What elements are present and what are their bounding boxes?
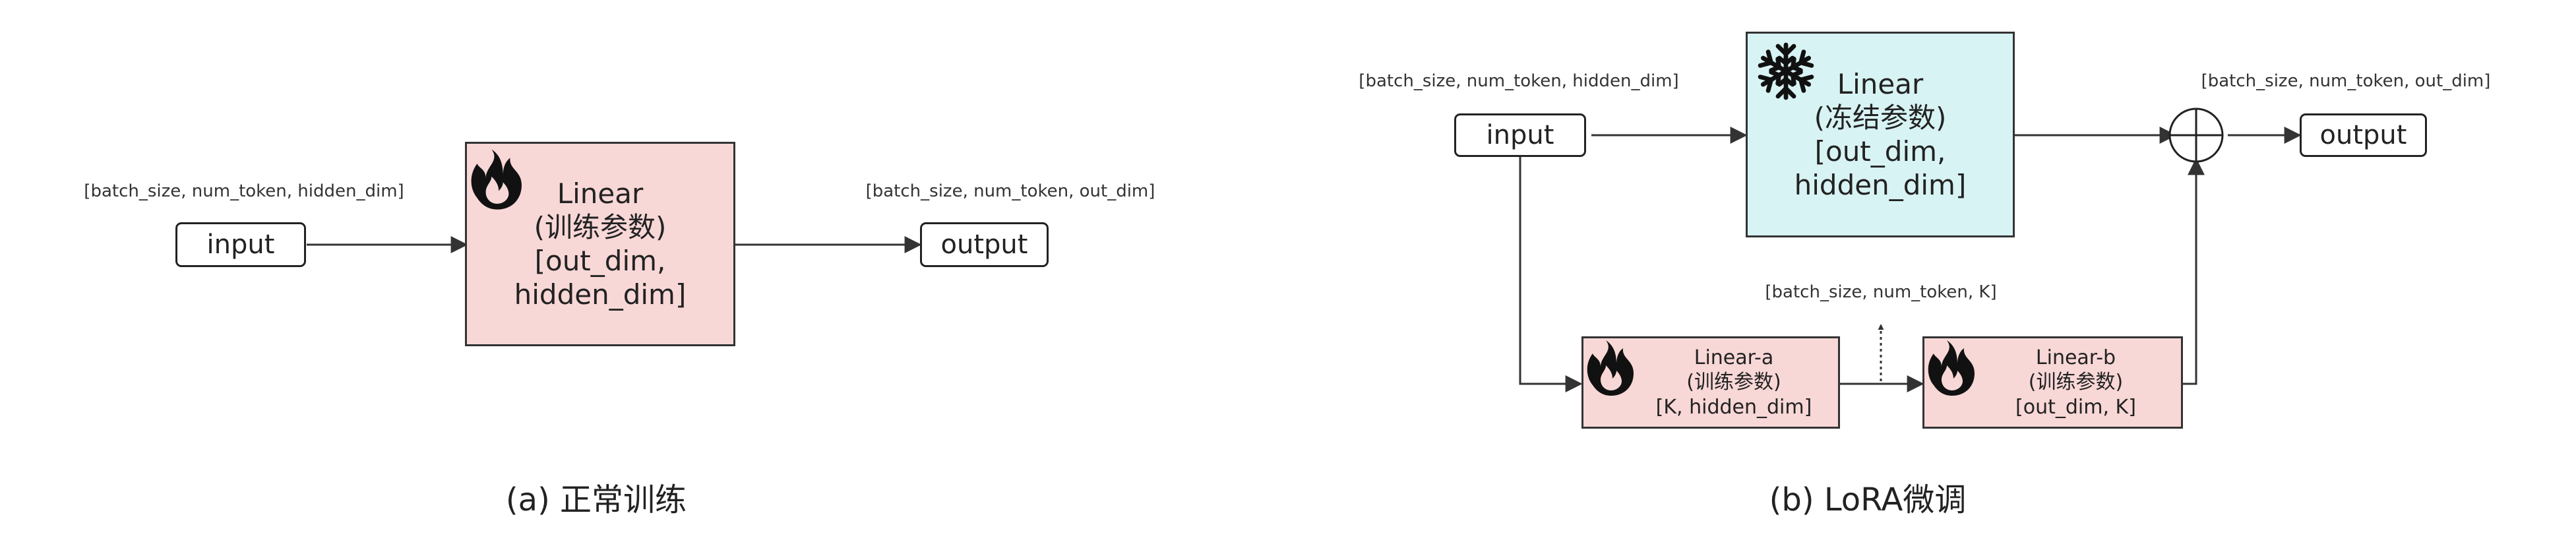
circle-plus-icon	[2168, 107, 2224, 163]
linear-line-2: (冻结参数)	[1814, 101, 1947, 134]
linear-a-line-1: Linear-a	[1694, 346, 1774, 369]
input-shape-label-b: [batch_size, num_token, hidden_dim]	[1359, 71, 1679, 91]
linear-b-line-3: [out_dim, K]	[2015, 395, 2136, 419]
output-label-a: output	[940, 230, 1028, 260]
snowflake-icon	[1754, 42, 1818, 103]
linear-line-4: hidden_dim]	[1794, 169, 1967, 202]
linear-line-1: Linear	[557, 177, 644, 210]
output-node-b: output	[2300, 113, 2427, 157]
output-shape-label-a: [batch_size, num_token, out_dim]	[865, 181, 1155, 201]
input-label-a: input	[206, 230, 275, 260]
linear-b-box: Linear-b (训练参数) [out_dim, K]	[1922, 336, 2183, 429]
flame-icon	[1587, 340, 1634, 396]
linear-line-3: [out_dim,	[534, 245, 666, 277]
output-shape-label-b: [batch_size, num_token, out_dim]	[2201, 71, 2491, 91]
linear-a-line-2: (训练参数)	[1686, 371, 1781, 394]
input-shape-label-a: [batch_size, num_token, hidden_dim]	[84, 181, 404, 201]
linear-line-4: hidden_dim]	[514, 278, 687, 311]
linear-b-line-2: (训练参数)	[2028, 371, 2124, 394]
linear-b-line-1: Linear-b	[2035, 346, 2116, 369]
linear-a-line-3: [K, hidden_dim]	[1655, 395, 1812, 419]
mid-shape-label: [batch_size, num_token, K]	[1765, 282, 1997, 302]
flame-icon	[471, 149, 522, 210]
output-node-a: output	[920, 222, 1049, 267]
input-node-b: input	[1454, 113, 1586, 157]
linear-line-3: [out_dim,	[1814, 135, 1946, 168]
linear-line-1: Linear	[1837, 67, 1924, 100]
caption-a: (a) 正常训练	[505, 481, 687, 518]
input-node-a: input	[175, 222, 306, 267]
arrow-input-to-linear-a-lora	[1519, 157, 1583, 392]
arrow-linear-b-to-sum	[2183, 158, 2205, 385]
linear-line-2: (训练参数)	[534, 210, 667, 243]
input-label-b: input	[1486, 120, 1554, 150]
linear-frozen-box: Linear (冻结参数) [out_dim, hidden_dim]	[1746, 32, 2015, 237]
caption-b: (b) LoRA微调	[1769, 481, 1967, 518]
output-label-b: output	[2319, 120, 2407, 150]
flame-icon	[1928, 340, 1975, 396]
